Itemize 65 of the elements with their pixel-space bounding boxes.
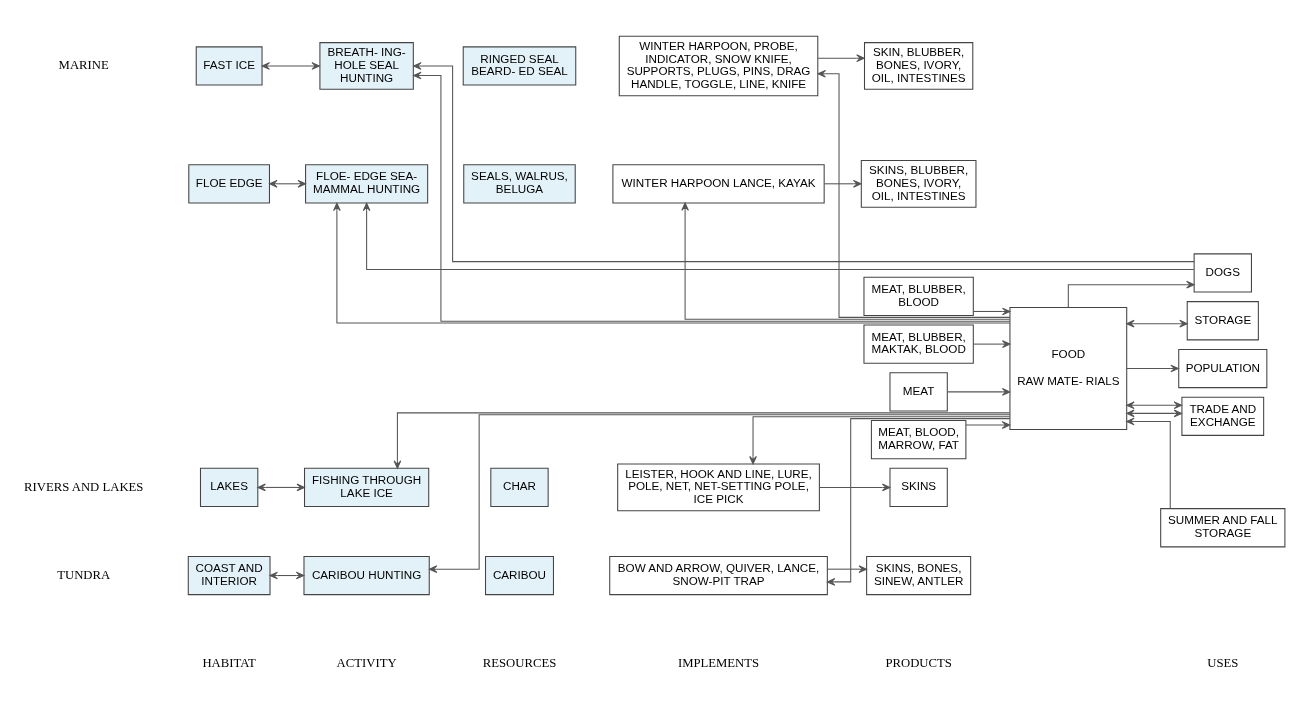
node-box: FISHING THROUGH LAKE ICE	[304, 467, 430, 508]
label: IMPLEMENTS	[677, 655, 760, 670]
node-box: WINTER HARPOON, PROBE, INDICATOR, SNOW KNIFE, SUPPORTS, PLUGS, PINS, DRAG HANDLE, TOGGLE, LINE, KNIFE	[618, 35, 819, 97]
arrow	[681, 202, 1011, 320]
node-box: SKINS, BONES, SINEW, ANTLER	[866, 555, 972, 596]
arrow	[818, 483, 891, 492]
node-box: MEAT, BLUBBER, BLOOD	[863, 276, 974, 316]
node-box: DOGS	[1193, 253, 1252, 293]
node-box: POPULATION	[1178, 348, 1268, 389]
node-box: CHAR	[490, 467, 549, 508]
node-box: SUMMER AND FALL STORAGE	[1160, 508, 1286, 548]
arrow	[823, 179, 862, 188]
arrow	[947, 388, 1011, 396]
arrow	[826, 565, 867, 574]
node-box: LAKES	[199, 467, 259, 508]
arrow	[1126, 319, 1188, 328]
node-box: SEALS, WALRUS, BELUGA	[463, 164, 576, 204]
label: PRODUCTS	[885, 655, 952, 670]
arrow	[269, 179, 307, 188]
arrow	[413, 71, 1011, 322]
node-box: COAST AND INTERIOR	[187, 555, 271, 596]
arrow	[973, 307, 1011, 316]
node-box: MEAT, BLUBBER, MAKTAK, BLOOD	[863, 324, 974, 364]
arrow	[965, 421, 1011, 429]
arrow	[261, 62, 320, 70]
arrow	[1067, 280, 1195, 308]
node-box: FLOE EDGE	[188, 164, 270, 204]
arrow	[333, 202, 1011, 324]
node-box: MEAT, BLOOD, MARROW, FAT	[870, 420, 967, 460]
node-box: CARIBOU	[485, 555, 554, 596]
node-box: FLOE- EDGE SEA- MAMMAL HUNTING	[305, 164, 429, 204]
arrow	[413, 62, 1195, 263]
arrow	[393, 412, 1011, 469]
label: HABITAT	[202, 655, 256, 670]
node-box: BREATH- ING- HOLE SEAL HUNTING	[319, 42, 414, 90]
arrow	[1126, 401, 1183, 410]
node-box: FAST ICE	[195, 46, 263, 86]
arrow	[362, 202, 1195, 270]
label: TUNDRA	[57, 567, 111, 582]
label: USES	[1207, 655, 1239, 670]
label: MARINE	[58, 58, 109, 73]
node-box: LEISTER, HOOK AND LINE, LURE, POLE, NET, NET-SETTING POLE, ICE PICK	[617, 463, 820, 512]
label: RESOURCES	[482, 655, 557, 670]
node-box: TRADE AND EXCHANGE	[1181, 396, 1265, 436]
arrow	[973, 340, 1011, 348]
node-box: STORAGE	[1186, 301, 1259, 341]
node-box: SKINS	[889, 467, 948, 508]
arrow	[1126, 417, 1171, 509]
node-box: SKIN, BLUBBER, BONES, IVORY, OIL, INTESTINES	[863, 42, 974, 90]
arrow	[428, 414, 1011, 574]
arrow	[1126, 364, 1179, 373]
node-box: WINTER HARPOON LANCE, KAYAK	[612, 164, 825, 204]
node-box: FOOD RAW MATE- RIALS	[1009, 306, 1128, 431]
arrow	[257, 483, 305, 492]
node-box: MEAT	[889, 372, 948, 412]
node-box: SKINS, BLUBBER, BONES, IVORY, OIL, INTESTINES	[860, 159, 977, 208]
arrow	[1126, 409, 1183, 418]
node-box: CARIBOU HUNTING	[303, 555, 430, 596]
node-box: RINGED SEAL BEARD- ED SEAL	[462, 46, 577, 86]
arrow	[749, 416, 1011, 465]
arrow	[269, 571, 305, 580]
label: ACTIVITY	[336, 655, 397, 670]
node-box: BOW AND ARROW, QUIVER, LANCE, SNOW-PIT TRAP	[609, 555, 828, 596]
label: RIVERS AND LAKES	[23, 479, 144, 494]
arrow	[817, 54, 865, 63]
